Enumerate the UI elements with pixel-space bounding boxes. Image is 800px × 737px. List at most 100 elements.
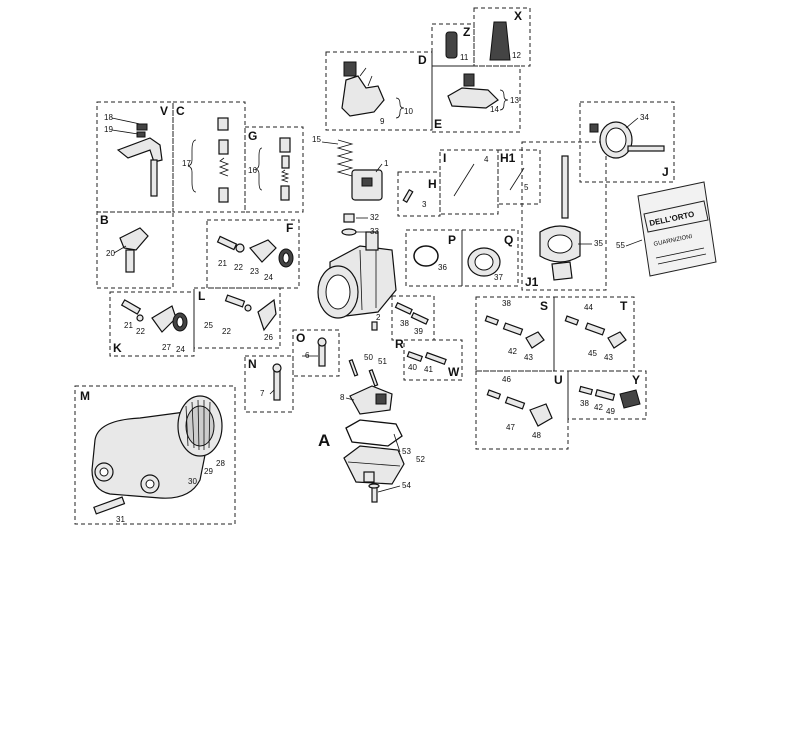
num-31: 31 [116, 515, 125, 524]
letter-V: V [160, 104, 168, 118]
part-needle-4 [453, 163, 475, 197]
num-11: 11 [460, 53, 469, 62]
num-24a: 24 [264, 273, 273, 282]
num-2: 2 [376, 313, 381, 322]
part-ring-P [413, 245, 439, 267]
num-37: 37 [494, 273, 503, 282]
num-21b: 21 [124, 321, 133, 330]
part-screws-U [486, 389, 553, 427]
num-14: 14 [490, 105, 499, 114]
letter-W: W [448, 365, 460, 379]
box-M [74, 385, 236, 525]
num-41: 41 [424, 365, 433, 374]
part-idle-screw-B [119, 227, 149, 273]
group-letters: V C G B F K L M N O D E Z X H I H1 J J1 … [80, 9, 669, 450]
num-44: 44 [584, 303, 593, 312]
letter-Q: Q [504, 233, 513, 247]
num-50: 50 [364, 353, 373, 362]
part-lever-V [116, 123, 163, 197]
num-21a: 21 [218, 259, 227, 268]
part-manifold-J1 [539, 155, 581, 281]
box-W [403, 339, 463, 381]
part-screw-54 [368, 483, 380, 503]
num-23: 23 [250, 267, 259, 276]
letter-S: S [540, 299, 548, 313]
box-C [172, 101, 246, 213]
num-26: 26 [264, 333, 273, 342]
letter-T: T [620, 299, 628, 313]
part-screws-S [484, 315, 545, 349]
part-needle-5 [509, 167, 525, 191]
num-19: 19 [104, 125, 113, 134]
num-47: 47 [506, 423, 515, 432]
part-air-filter-M [91, 395, 223, 515]
box-B [96, 211, 174, 289]
num-46: 46 [502, 375, 511, 384]
letter-F: F [286, 221, 293, 235]
num-38a: 38 [400, 319, 409, 328]
num-17: 17 [182, 159, 191, 168]
letter-P: P [448, 233, 456, 247]
part-screw-set-K [120, 299, 188, 333]
num-8: 8 [340, 393, 345, 402]
part-sleeve-Q [467, 247, 501, 277]
letter-J1: J1 [525, 275, 539, 289]
num-24b: 24 [176, 345, 185, 354]
num-7: 7 [260, 389, 265, 398]
part-screw-O [317, 337, 327, 367]
part-slide-1 [351, 169, 383, 201]
num-54: 54 [402, 481, 411, 490]
letter-G: G [248, 129, 257, 143]
num-35: 35 [594, 239, 603, 248]
part-numbers: 1 2 3 4 5 6 7 8 9 10 11 12 13 14 15 16 1… [104, 51, 649, 524]
num-32: 32 [370, 213, 379, 222]
part-screws-R [394, 302, 429, 325]
box-G [244, 126, 304, 213]
part-small-2-3 [371, 188, 414, 331]
num-4: 4 [484, 155, 489, 164]
num-5: 5 [524, 183, 529, 192]
letter-H1: H1 [500, 151, 516, 165]
letter-N: N [248, 357, 257, 371]
part-spring-15 [336, 139, 354, 177]
box-X [473, 7, 531, 67]
part-screw-N [272, 363, 282, 401]
num-20: 20 [106, 249, 115, 258]
box-J1 [521, 141, 607, 291]
part-screw-set-F [216, 235, 294, 268]
letter-D: D [418, 53, 427, 67]
num-9: 9 [380, 117, 385, 126]
group-boxes [74, 7, 675, 525]
num-18: 18 [104, 113, 113, 122]
num-29: 29 [204, 467, 213, 476]
part-screws-W [406, 350, 447, 366]
letter-J: J [662, 165, 669, 179]
num-40: 40 [408, 363, 417, 372]
part-jet-32-33 [341, 213, 357, 236]
num-27: 27 [162, 343, 171, 352]
letter-K: K [113, 341, 122, 355]
part-rubber-cap-Z [445, 31, 458, 59]
num-22a: 22 [234, 263, 243, 272]
part-gasket-kit-bag: DELL'ORTO GUARNIZIONI [637, 181, 717, 277]
letter-L: L [198, 289, 205, 303]
num-39: 39 [414, 327, 423, 336]
num-55: 55 [616, 241, 625, 250]
num-36: 36 [438, 263, 447, 272]
num-48: 48 [532, 431, 541, 440]
num-30: 30 [188, 477, 197, 486]
part-clamp-J [589, 121, 665, 159]
box-L [193, 287, 281, 349]
box-H1 [497, 149, 541, 205]
letter-Y: Y [632, 373, 640, 387]
num-12: 12 [512, 51, 521, 60]
part-float-bowl-52-53 [343, 419, 405, 485]
num-53: 53 [402, 447, 411, 456]
box-O [292, 329, 340, 377]
num-33: 33 [370, 227, 379, 236]
letter-C: C [176, 104, 185, 118]
part-cable-adjuster-D [341, 61, 405, 119]
box-N [244, 355, 294, 413]
letter-O: O [296, 331, 305, 345]
